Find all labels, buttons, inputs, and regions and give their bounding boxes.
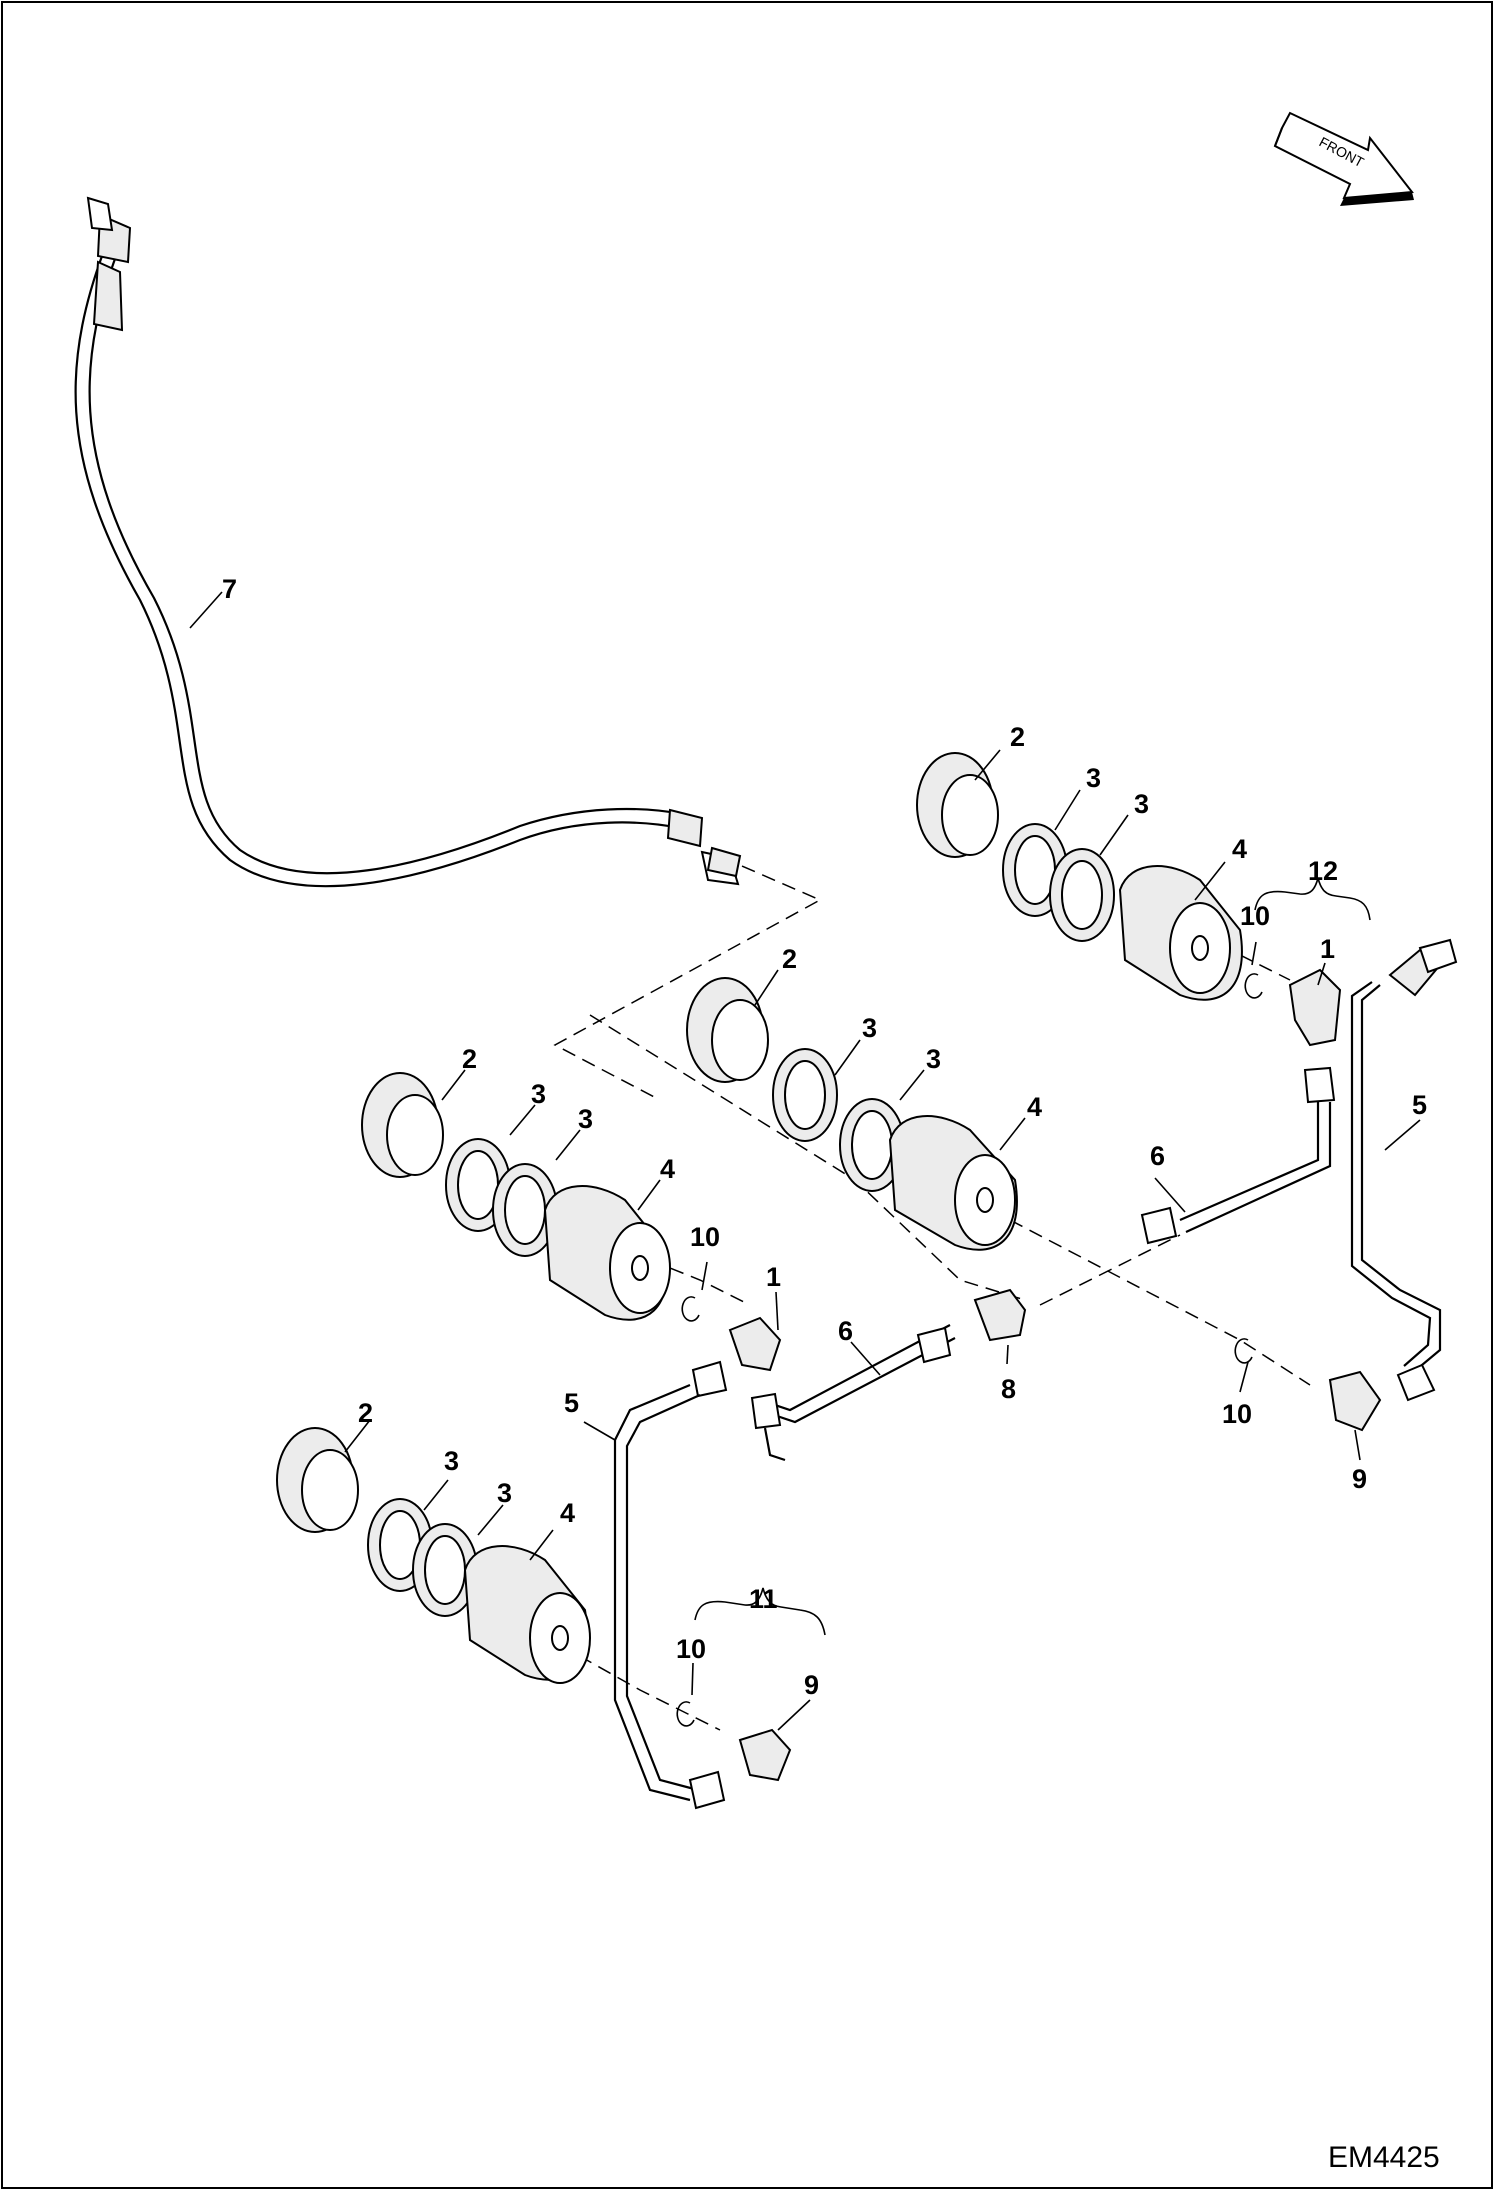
callout-2: 2: [1010, 722, 1025, 752]
o-rings: [676, 973, 1263, 1727]
cylinder-group-d: [276, 1427, 591, 1684]
callout-12: 12: [1308, 856, 1338, 886]
leader-lines: [189, 591, 1421, 1731]
callout-6: 6: [1150, 1141, 1165, 1171]
callout-9: 9: [804, 1670, 819, 1700]
hose-assembly: [74, 196, 742, 888]
callout-10: 10: [1222, 1399, 1252, 1429]
callout-4: 4: [1232, 834, 1247, 864]
cylinder-group-b: [686, 977, 1018, 1251]
tube-set-left: [613, 1383, 792, 1810]
callout-3: 3: [578, 1104, 593, 1134]
callout-3: 3: [1134, 789, 1149, 819]
front-arrow-icon: FRONT: [1273, 111, 1414, 206]
tube-set-right: [1140, 938, 1458, 1432]
callout-10: 10: [690, 1222, 720, 1252]
callout-3: 3: [926, 1044, 941, 1074]
cylinder-group-a: [916, 752, 1243, 1001]
tube-set-middle: [691, 1288, 1027, 1462]
callout-9: 9: [1352, 1464, 1367, 1494]
cylinder-group-c: [361, 1072, 671, 1321]
callout-1: 1: [1320, 934, 1335, 964]
callout-4: 4: [560, 1498, 575, 1528]
callout-5: 5: [1412, 1090, 1427, 1120]
callout-3: 3: [497, 1478, 512, 1508]
callout-2: 2: [358, 1398, 373, 1428]
callout-2: 2: [462, 1044, 477, 1074]
callout-5: 5: [564, 1388, 579, 1418]
callout-4: 4: [1027, 1092, 1042, 1122]
callout-6: 6: [838, 1316, 853, 1346]
callout-3: 3: [531, 1079, 546, 1109]
callout-7: 7: [222, 574, 237, 604]
callout-3: 3: [862, 1013, 877, 1043]
callout-1: 1: [766, 1262, 781, 1292]
bracket-11: [694, 1587, 826, 1636]
callout-2: 2: [782, 944, 797, 974]
callout-8: 8: [1001, 1374, 1016, 1404]
callout-labels: 7 2 3 3 4 12 10 1 5 6 2 3 3 4 2 3 3 4 10…: [222, 574, 1427, 1700]
drawing-code: EM4425: [1328, 2141, 1440, 2174]
callout-10: 10: [1240, 901, 1270, 931]
callout-3: 3: [1086, 763, 1101, 793]
callout-3: 3: [444, 1446, 459, 1476]
callout-4: 4: [660, 1154, 675, 1184]
callout-10: 10: [676, 1634, 706, 1664]
callout-11: 11: [749, 1584, 778, 1614]
bracket-12: [1254, 877, 1371, 921]
